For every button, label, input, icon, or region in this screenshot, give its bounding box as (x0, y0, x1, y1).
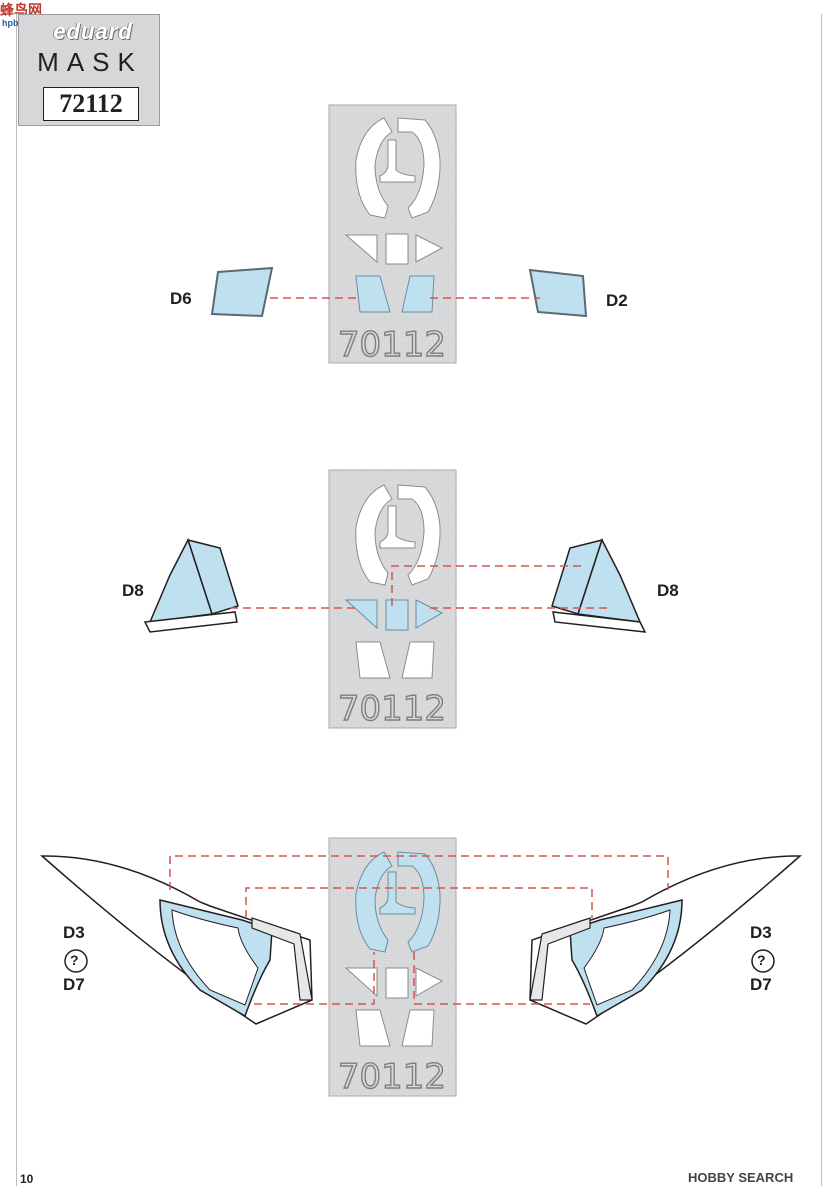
svg-text:70112: 70112 (338, 689, 446, 729)
mask-blue-frame (355, 851, 393, 953)
part-d3-d7-right (529, 855, 802, 1025)
part-d2 (528, 268, 588, 318)
part-d8-left (143, 538, 239, 633)
label-d3-right: D3 (750, 923, 772, 942)
canopy-frame-cutout (355, 117, 393, 219)
label-d7-left: D7 (63, 975, 85, 994)
label-d8-left: D8 (122, 581, 144, 600)
option-circle-left (64, 949, 88, 973)
brand-name: eduard (53, 19, 133, 44)
label-d6: D6 (170, 289, 192, 308)
canopy-frame-cutout (397, 117, 441, 219)
mask-blue-center (385, 599, 409, 631)
fret-number-text: 70112 (338, 325, 446, 365)
option-circle-right (751, 949, 775, 973)
step-2: 70112 (143, 469, 647, 730)
page-number: 10 (20, 1172, 34, 1186)
part-d6 (210, 266, 274, 318)
svg-text:70112: 70112 (338, 1057, 446, 1097)
mask-blue-frame (397, 851, 441, 953)
part-d3-d7-left (40, 855, 313, 1025)
option-symbol-left: ? (70, 952, 79, 968)
label-d8-right: D8 (657, 581, 679, 600)
footer-source: HOBBY SEARCH (688, 1170, 794, 1185)
step-1: 70112 (210, 104, 588, 366)
mask-blue-right (401, 275, 435, 313)
catalog-number: 72112 (43, 87, 139, 121)
eduard-mask-logo: eduard MASK 72112 (18, 14, 160, 126)
label-d2: D2 (606, 291, 628, 310)
product-line: MASK (37, 47, 143, 77)
canopy-center-cutout (379, 139, 416, 183)
option-symbol-right: ? (757, 952, 766, 968)
mask-blue-left (355, 275, 391, 313)
mask-blue-left (344, 599, 378, 630)
label-d7-right: D7 (750, 975, 772, 994)
mask-blue-right (415, 599, 444, 629)
step-3: 70112 (40, 837, 802, 1098)
label-d3-left: D3 (63, 923, 85, 942)
page-border (16, 14, 822, 1186)
part-d8-right (551, 538, 647, 633)
